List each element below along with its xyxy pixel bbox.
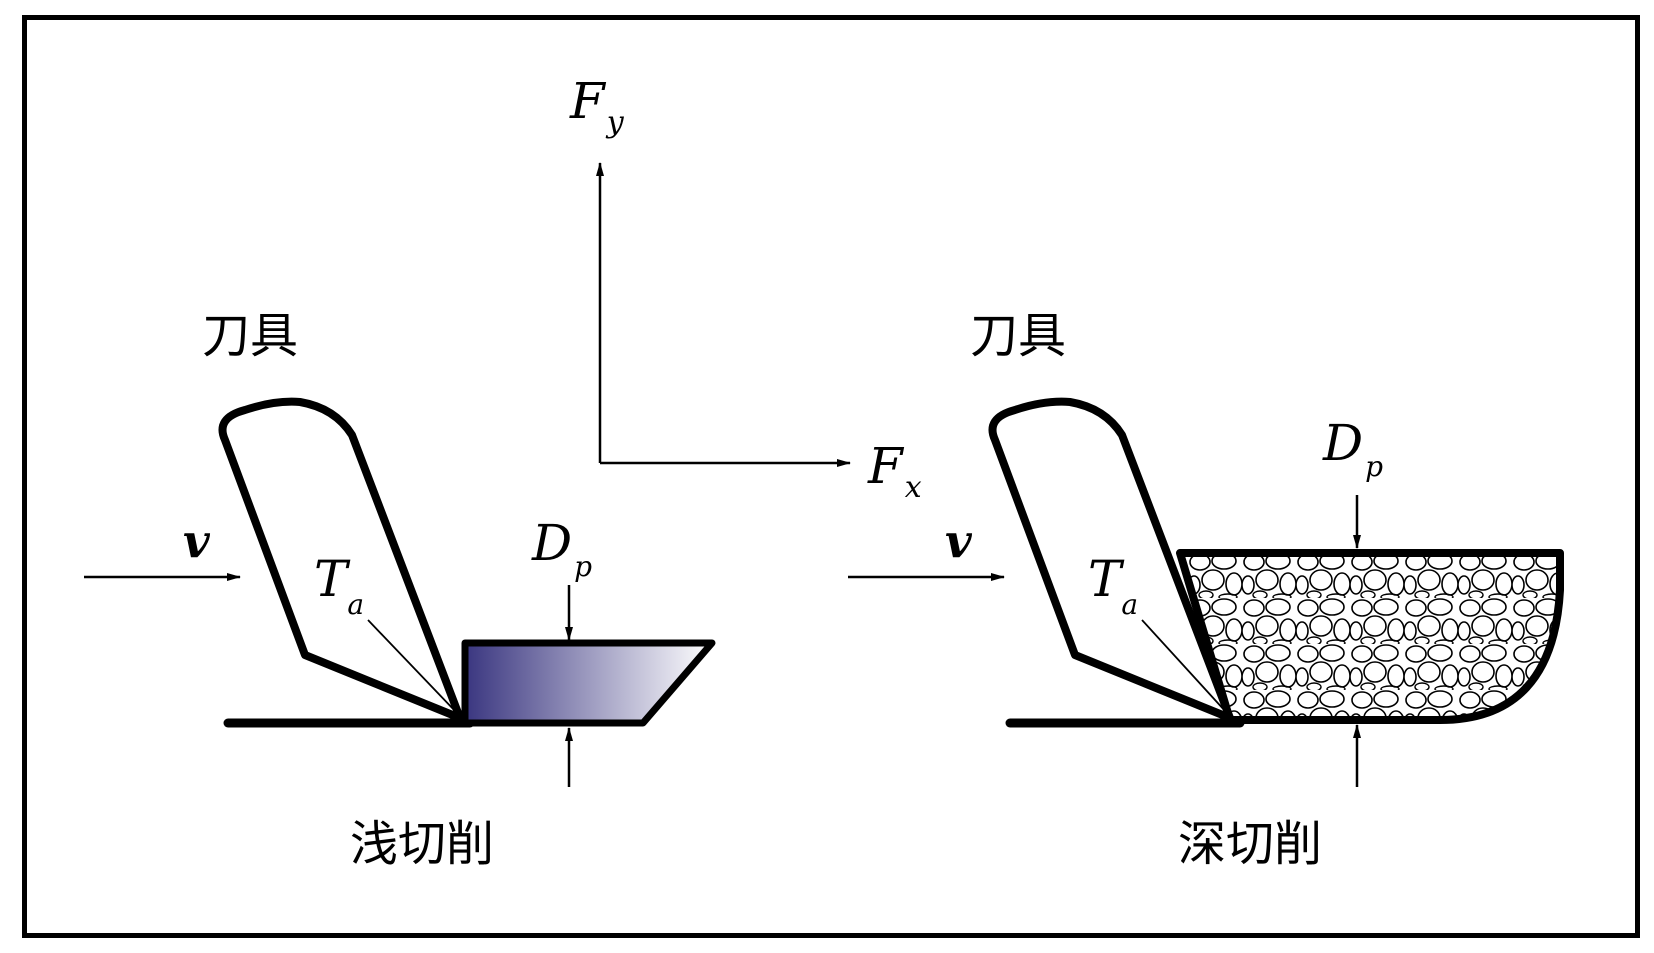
force-axes: Fy Fx bbox=[569, 72, 922, 505]
deep-cut-caption: 深切削 bbox=[1178, 816, 1322, 872]
depth-label: Dp bbox=[531, 514, 592, 583]
cutting-tool bbox=[218, 397, 464, 722]
shallow-cut-caption: 浅切削 bbox=[350, 816, 494, 872]
tool-angle-label: Ta bbox=[314, 550, 364, 621]
depth-label: Dp bbox=[1322, 414, 1383, 483]
velocity-label: v bbox=[945, 514, 973, 568]
tool-angle-leader bbox=[1141, 619, 1227, 713]
tool-angle-leader bbox=[367, 619, 457, 713]
fx-label: Fx bbox=[867, 437, 922, 505]
tool-label: 刀具 bbox=[970, 308, 1066, 364]
deep-cut-panel: 刀具 v Ta Dp 深切削 bbox=[848, 308, 1564, 872]
tool-label: 刀具 bbox=[202, 308, 298, 364]
shallow-cut-panel: 刀具 v Ta Dp 浅切削 bbox=[84, 308, 716, 872]
velocity-label: v bbox=[183, 514, 211, 568]
shallow-cut-layer bbox=[461, 639, 716, 727]
cutting-tool bbox=[988, 397, 1234, 722]
tool-angle-label: Ta bbox=[1088, 550, 1138, 621]
fy-label: Fy bbox=[569, 72, 625, 140]
deep-cut-layer bbox=[1176, 549, 1564, 724]
